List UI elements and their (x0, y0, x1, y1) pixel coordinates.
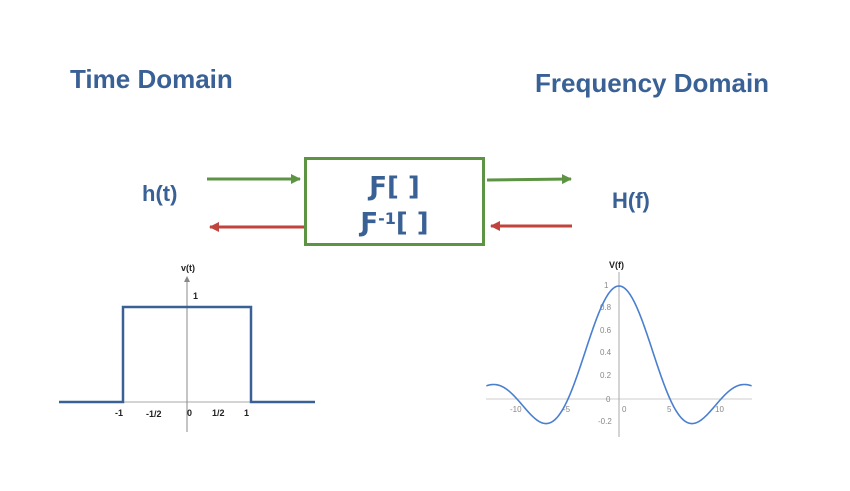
time-x-tick-label: 1/2 (212, 408, 225, 418)
freq-x-tick-label: 0 (622, 405, 627, 414)
freq-x-tick-label: 5 (667, 405, 672, 414)
time-signal-label: h(t) (142, 181, 178, 206)
inverse-brackets: [ ] (395, 208, 429, 238)
sinc-series-line (486, 285, 752, 425)
freq-y-axis-label: V(f) (609, 260, 624, 270)
time-x-tick-label: -1/2 (146, 409, 162, 419)
time-y-axis-label: v(t) (181, 263, 195, 273)
freq-y-tick-label: 0 (606, 395, 611, 404)
freq-y-tick-label: 0.2 (600, 371, 612, 380)
freq-y-tick-label: 0.4 (600, 348, 612, 357)
freq-x-tick-label: 10 (715, 405, 724, 414)
freq-y-tick-label: 1 (604, 281, 609, 290)
forward-output-arrow (486, 174, 572, 185)
freq-x-tick-label: -10 (510, 405, 522, 414)
freq-y-tick-label: -0.2 (598, 417, 612, 426)
inverse-exponent: -1 (378, 209, 396, 228)
freq-y-tick-label: 0.6 (600, 326, 612, 335)
frequency-domain-chart: V(f) 1 0.8 0.6 0.4 0.2 0 -0.2 -10 -5 0 5… (486, 260, 752, 437)
time-domain-heading: Time Domain (70, 64, 233, 94)
time-x-tick-label: -1 (115, 408, 123, 418)
pulse-series-line (59, 305, 315, 404)
time-y-tick-label: 1 (193, 291, 198, 301)
time-domain-chart: v(t) 1 -1 -1/2 0 1/2 1 (59, 263, 315, 432)
freq-x-tick-label: -5 (563, 405, 571, 414)
inverse-transform-operator: Ƒ-1[ ] (307, 208, 482, 238)
forward-transform-operator: Ƒ[ ] (369, 172, 420, 202)
time-x-tick-label: 1 (244, 408, 249, 418)
fourier-transform-box: Ƒ[ ] Ƒ-1[ ] (304, 157, 485, 246)
frequency-signal-label: H(f) (612, 188, 650, 213)
time-x-tick-label: 0 (187, 408, 192, 418)
frequency-domain-heading: Frequency Domain (535, 68, 770, 98)
freq-y-tick-label: 0.8 (600, 303, 612, 312)
inverse-transform-symbol: Ƒ (360, 208, 379, 238)
